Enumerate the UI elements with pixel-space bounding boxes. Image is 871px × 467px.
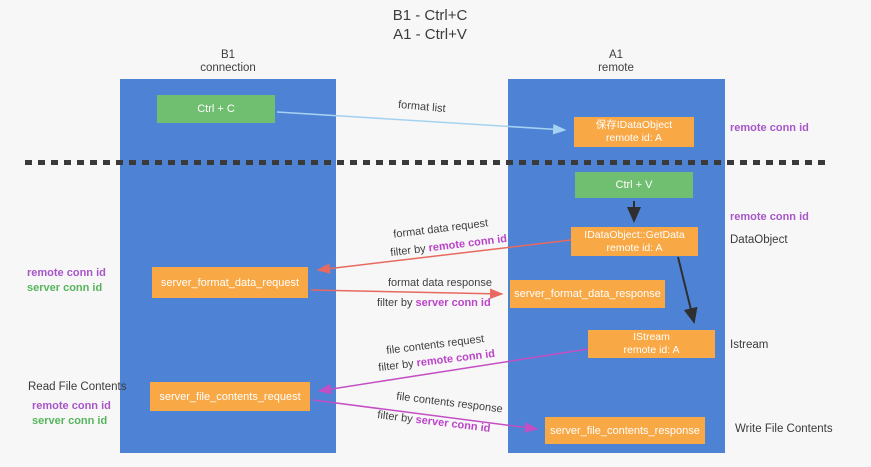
read-file-contents-label: Read File Contents xyxy=(28,381,127,393)
lane-header-b1-connection: B1 connection xyxy=(168,49,288,75)
title-line-1: B1 - Ctrl+C xyxy=(392,7,468,24)
node-server-format-data-request: server_format_data_request xyxy=(152,267,308,298)
left-server-conn-id-top: server conn id xyxy=(27,282,103,294)
filter-by-text: filter by xyxy=(376,409,417,426)
node-server-format-data-response-label: server_format_data_response xyxy=(514,288,661,300)
node-ctrl-v: Ctrl + V xyxy=(575,172,693,198)
lane-a1-subtitle: remote xyxy=(598,62,634,74)
format-data-response-arrow xyxy=(310,288,504,299)
title-line-2: A1 - Ctrl+V xyxy=(393,26,467,43)
node-istream-line2: remote id: A xyxy=(623,344,680,356)
diagram-title: B1 - Ctrl+C A1 - Ctrl+V xyxy=(0,6,860,44)
lane-a1-title: A1 xyxy=(608,49,624,61)
label-file-contents-response: file contents response xyxy=(395,390,504,416)
server-conn-id-highlight: server conn id xyxy=(415,297,491,309)
left-remote-conn-id-top: remote conn id xyxy=(27,267,106,279)
node-server-file-contents-response-label: server_file_contents_response xyxy=(550,424,700,437)
label-filter-by-server-conn-id-2: filter by server conn id xyxy=(377,409,491,435)
node-save-idataobject-line1: 保存IDataObject xyxy=(595,119,673,131)
remote-conn-id-highlight: remote conn id xyxy=(427,232,508,255)
right-remote-conn-id-mid: remote conn id xyxy=(730,211,809,223)
node-save-idataobject: 保存IDataObject remote id: A xyxy=(574,117,694,147)
session-separator-dashed-line xyxy=(25,160,831,165)
node-save-idataobject-line2: remote id: A xyxy=(605,132,663,144)
node-ctrl-c-label: Ctrl + C xyxy=(197,103,235,115)
label-filter-by-server-conn-id-1: filter by server conn id xyxy=(377,297,491,309)
left-server-conn-id-bottom: server conn id xyxy=(32,415,108,427)
write-file-contents-label: Write File Contents xyxy=(735,423,833,435)
filter-by-text: filter by xyxy=(389,242,430,260)
node-server-file-contents-response: server_file_contents_response xyxy=(545,417,705,444)
node-server-format-data-request-label: server_format_data_request xyxy=(160,276,300,289)
server-conn-id-highlight: server conn id xyxy=(414,413,492,435)
dataobject-label: DataObject xyxy=(730,234,788,246)
filter-by-text: filter by xyxy=(377,297,416,309)
node-server-file-contents-request: server_file_contents_request xyxy=(150,382,310,411)
right-remote-conn-id-top: remote conn id xyxy=(730,122,809,134)
lane-b1-subtitle: connection xyxy=(200,62,256,74)
node-ctrl-c: Ctrl + C xyxy=(157,95,275,123)
node-server-format-data-response: server_format_data_response xyxy=(510,280,665,308)
label-format-list: format list xyxy=(397,98,447,116)
node-ctrl-v-label: Ctrl + V xyxy=(615,179,653,191)
filter-by-text: filter by xyxy=(377,357,418,375)
lane-header-a1-remote: A1 remote xyxy=(556,49,676,75)
node-server-file-contents-request-label: server_file_contents_request xyxy=(159,390,301,403)
left-remote-conn-id-bottom: remote conn id xyxy=(32,400,111,412)
node-istream-line1: IStream xyxy=(633,331,670,343)
lane-b1-title: B1 xyxy=(220,49,236,61)
node-getdata-line1: IDataObject::GetData xyxy=(584,228,685,241)
istream-label: Istream xyxy=(730,339,769,351)
node-getdata-line2: remote id: A xyxy=(606,241,663,254)
node-istream: IStream remote id: A xyxy=(588,330,715,358)
node-idataobject-getdata: IDataObject::GetData remote id: A xyxy=(571,227,698,256)
label-format-data-response: format data response xyxy=(388,277,492,289)
